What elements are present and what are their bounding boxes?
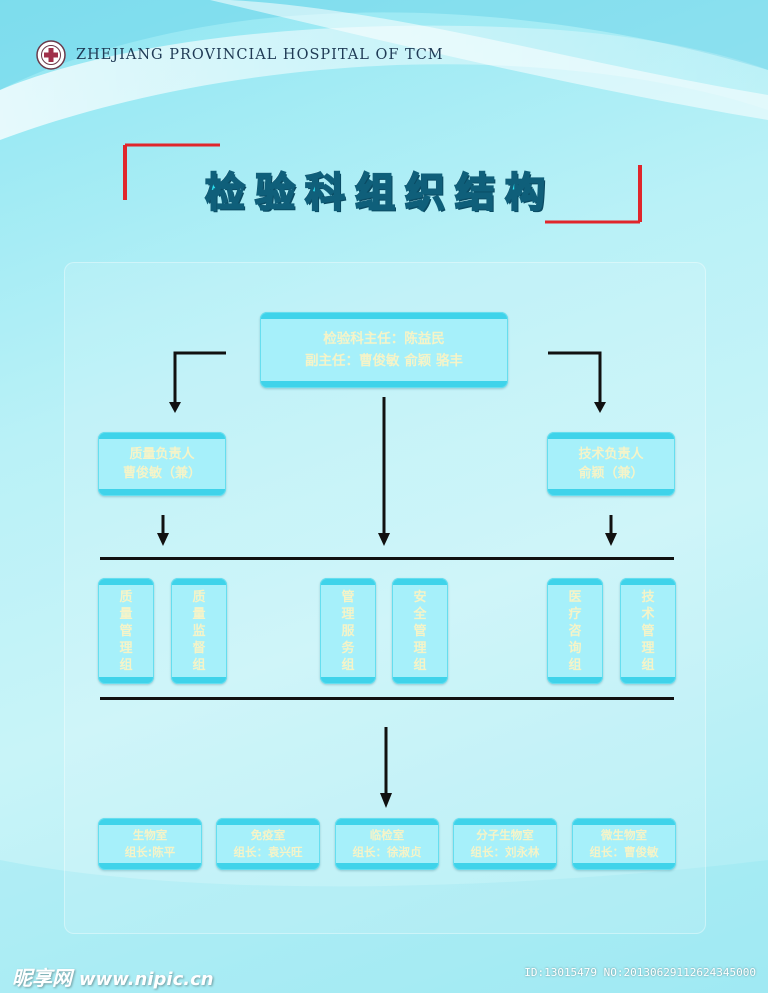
group-box-technical-management: 技术管理组 — [620, 578, 676, 684]
divider-top — [100, 557, 674, 560]
quality-lead-title: 质量负责人 — [129, 447, 195, 462]
hospital-seal-icon — [36, 40, 66, 70]
technical-lead-box: 技术负责人 俞颖（兼） — [547, 432, 675, 496]
lab-box-biology: 生物室 组长:陈平 — [98, 818, 202, 870]
director-box: 检验科主任：陈益民 副主任：曹俊敏 俞颖 骆丰 — [260, 312, 508, 388]
lab-name: 微生物室 — [601, 828, 647, 842]
lab-box-molecular-biology: 分子生物室 组长：刘永林 — [453, 818, 557, 870]
group-label: 医疗咨询组 — [568, 589, 582, 673]
lab-leader: 组长：袁兴旺 — [233, 845, 303, 859]
lab-box-clinical: 临检室 组长：徐淑贞 — [335, 818, 439, 870]
group-box-medical-consultation: 医疗咨询组 — [547, 578, 603, 684]
lab-name: 生物室 — [132, 828, 168, 842]
quality-lead-person: 曹俊敏（兼） — [122, 466, 201, 481]
technical-lead-person: 俞颖（兼） — [578, 466, 644, 481]
group-label: 管理服务组 — [341, 589, 355, 673]
group-label: 技术管理组 — [641, 589, 655, 673]
lab-name: 免疫室 — [250, 828, 286, 842]
lab-name: 临检室 — [369, 828, 405, 842]
quality-lead-box: 质量负责人 曹俊敏（兼） — [98, 432, 226, 496]
group-label: 质量管理组 — [119, 589, 133, 673]
technical-lead-title: 技术负责人 — [578, 447, 644, 462]
page-title: 检验科组织结构 — [204, 169, 555, 217]
group-box-quality-supervision: 质量监督组 — [171, 578, 227, 684]
image-id-label: ID:13015479 NO:20130629112624345000 — [524, 966, 756, 979]
hospital-name: ZHEJIANG PROVINCIAL HOSPITAL OF TCM — [76, 47, 444, 63]
lab-leader: 组长:陈平 — [124, 845, 176, 859]
group-box-safety-management: 安全管理组 — [392, 578, 448, 684]
lab-box-microbiology: 微生物室 组长：曹俊敏 — [572, 818, 676, 870]
lab-name: 分子生物室 — [476, 828, 534, 842]
director-line-2: 副主任：曹俊敏 俞颖 骆丰 — [305, 353, 463, 369]
lab-leader: 组长：刘永林 — [470, 845, 540, 859]
lab-box-immunology: 免疫室 组长：袁兴旺 — [216, 818, 320, 870]
lab-leader: 组长：曹俊敏 — [589, 845, 659, 859]
watermark-brand: 昵享网 — [12, 966, 72, 990]
watermark-url: www.nipic.cn — [78, 969, 214, 990]
group-label: 安全管理组 — [413, 589, 427, 673]
divider-bottom — [100, 697, 674, 700]
group-label: 质量监督组 — [192, 589, 206, 673]
director-line-1: 检验科主任：陈益民 — [323, 331, 445, 347]
group-box-management-service: 管理服务组 — [320, 578, 376, 684]
hospital-header: ZHEJIANG PROVINCIAL HOSPITAL OF TCM — [36, 40, 444, 70]
group-box-quality-management: 质量管理组 — [98, 578, 154, 684]
watermark: 昵享网 www.nipic.cn — [12, 962, 214, 991]
lab-leader: 组长：徐淑贞 — [352, 845, 422, 859]
